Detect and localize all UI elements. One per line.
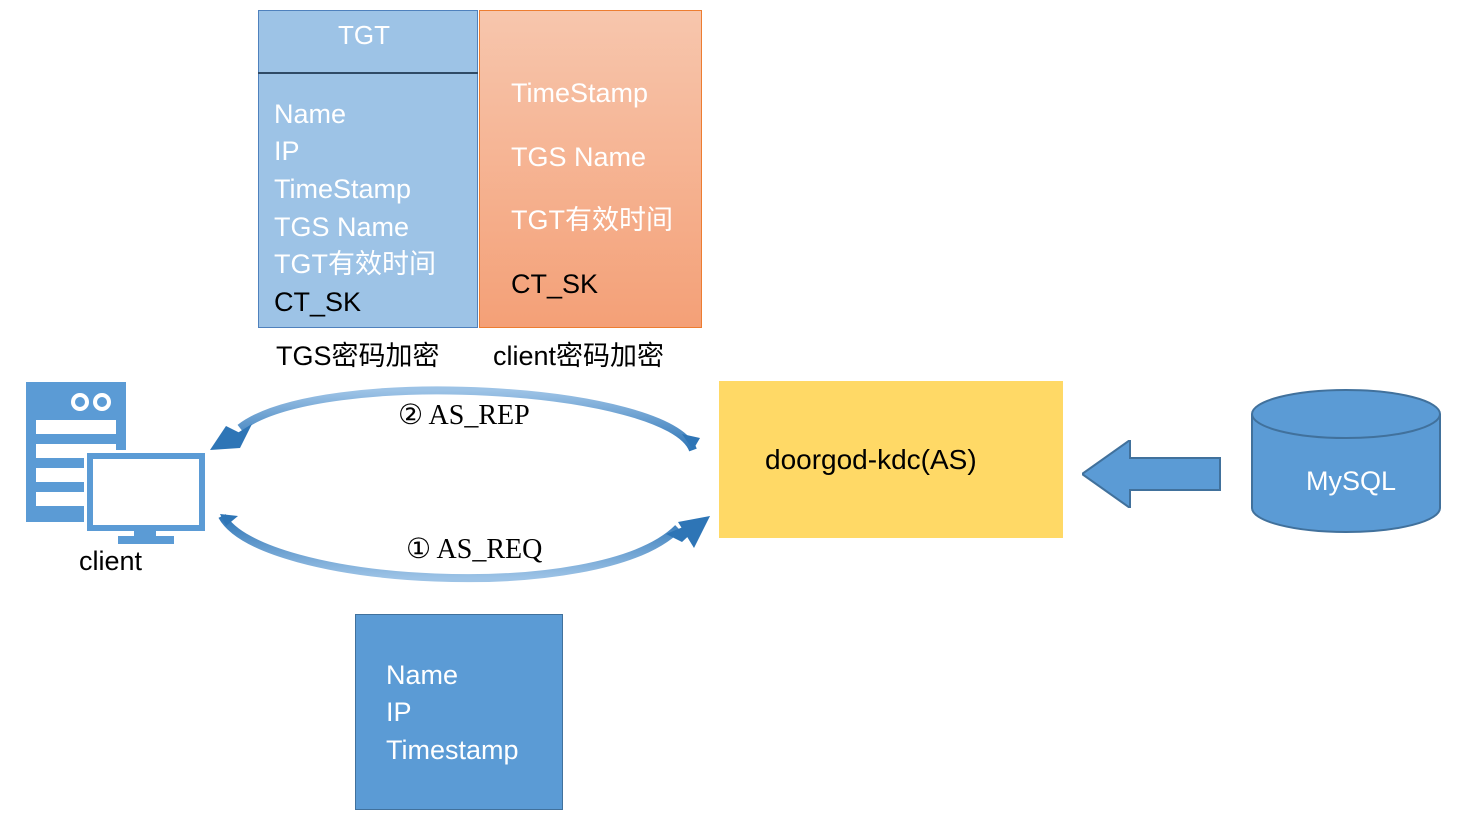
tgt-field-tgs-name: TGS Name [274,212,410,242]
request-field-name: Name [386,660,459,690]
tgt-header-divider [258,72,478,74]
kdc-box [719,381,1063,538]
kdc-label: doorgod-kdc(AS) [765,444,977,475]
tgt-field-timestamp: TimeStamp [274,174,412,204]
tgt-box [258,10,478,328]
tgt-caption: TGS密码加密 [276,341,440,371]
client-label: client [79,546,143,576]
tgt-field-name: Name [274,99,347,129]
client-secret-field-validity: TGT有效时间 [511,205,673,235]
as-req-label: ① AS_REQ [406,534,543,565]
client-secret-field-timestamp: TimeStamp [511,78,649,108]
database-label: MySQL [1306,466,1397,496]
tgt-field-ip: IP [274,136,300,166]
request-payload-box [355,614,563,810]
as-rep-label: ② AS_REP [398,400,530,431]
as-req-arrow [218,513,710,583]
client-secret-field-tgs-name: TGS Name [511,142,647,172]
client-computer-icon [26,382,208,544]
client-secret-box [479,10,702,328]
exchange-arrows [210,386,710,583]
database-icon [1251,389,1441,533]
request-field-ip: IP [386,697,412,727]
as-rep-arrow [210,386,700,452]
client-secret-caption: client密码加密 [493,341,665,371]
request-field-timestamp: Timestamp [386,735,519,765]
tgt-field-validity: TGT有效时间 [274,249,436,279]
tgt-title: TGT [338,20,390,50]
client-secret-field-ct-sk: CT_SK [511,269,599,299]
db-to-kdc-arrow [1082,440,1221,508]
tgt-field-ct-sk: CT_SK [274,287,362,317]
